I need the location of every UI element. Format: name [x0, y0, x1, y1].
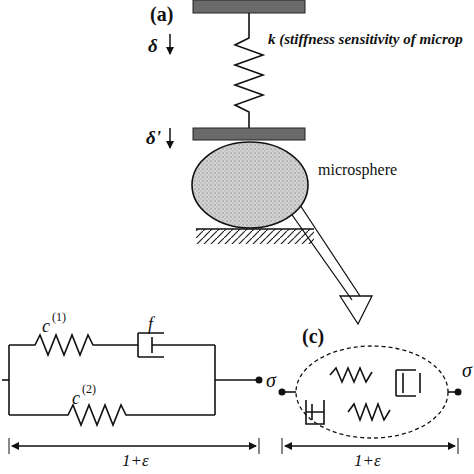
wire: [282, 391, 296, 393]
sphere-outline: [190, 140, 400, 230]
node-label: microsphere: [318, 162, 397, 178]
spring-symbol: [235, 13, 263, 128]
panel-label: (a): [150, 4, 173, 24]
dimension-tick: [458, 438, 459, 454]
dimension-tick: [259, 438, 260, 454]
ground-hatch: [196, 229, 314, 244]
symbol-label: c: [72, 389, 80, 407]
terminal-dot: [455, 389, 462, 396]
dimension-line: [12, 445, 256, 446]
dimension-line: [12, 445, 256, 446]
random-elements: [306, 368, 420, 424]
dimension-label: 1+ε: [120, 452, 151, 469]
top-plate: [193, 0, 305, 13]
rheology-circuit: [2, 333, 258, 425]
dimension-line: [285, 445, 455, 446]
terminal-dot: [256, 377, 263, 384]
symbol-label: f: [148, 315, 153, 333]
displacement-arrow: [169, 34, 171, 54]
microsphere: microsphere: [190, 140, 400, 230]
element-region: [296, 346, 448, 438]
superscript: (2): [82, 383, 96, 395]
symbol-label: c: [42, 317, 50, 335]
dimension-line: [285, 445, 455, 446]
displacement-arrow: [169, 128, 171, 148]
panel-label: (c): [302, 326, 324, 346]
symbol-label: δ: [148, 36, 158, 55]
dimension-tick: [282, 438, 283, 454]
symbol-label: σ: [266, 370, 276, 390]
superscript: (1): [52, 311, 66, 323]
spring-label: k (stiffness sensitivity of microp: [268, 32, 463, 47]
dimension-tick: [9, 438, 10, 454]
lower-plate: [193, 128, 305, 140]
dimension-label: 1+ε: [352, 452, 383, 469]
symbol-label: σ: [462, 360, 472, 380]
zoom-arrow: [290, 205, 372, 324]
symbol-label: δ': [146, 128, 161, 147]
